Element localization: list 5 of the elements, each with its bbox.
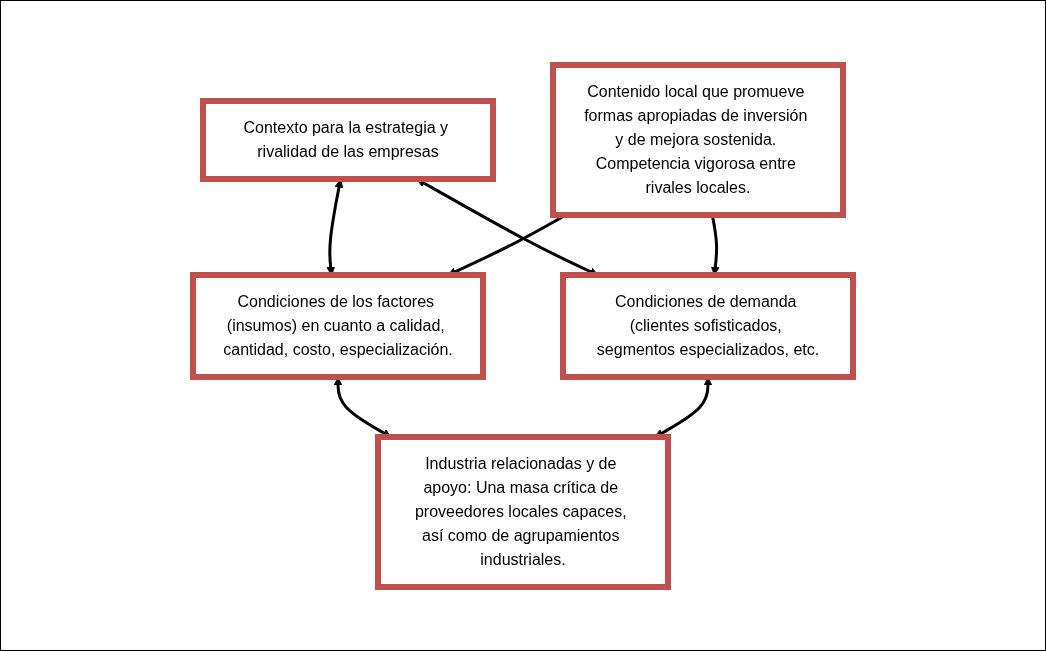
node-box: Contenido local que promueve formas apropiadas de inversión y de mejora sostenida. Competencia vigorosa entre rivales locales. <box>550 61 846 218</box>
node-box: Condiciones de demanda (clientes sofisticados, segmentos especializados, etc. <box>560 271 856 380</box>
node-box: Condiciones de los factores (insumos) en cuanto a calidad, cantidad, costo, especialización. <box>190 271 486 380</box>
node-box: Industria relacionadas y de apoyo: Una masa crítica de proveedores locales capaces, así como de agrupamientos industriales. <box>375 433 671 590</box>
node-box: Contexto para la estrategia y rivalidad de las empresas <box>200 97 496 182</box>
